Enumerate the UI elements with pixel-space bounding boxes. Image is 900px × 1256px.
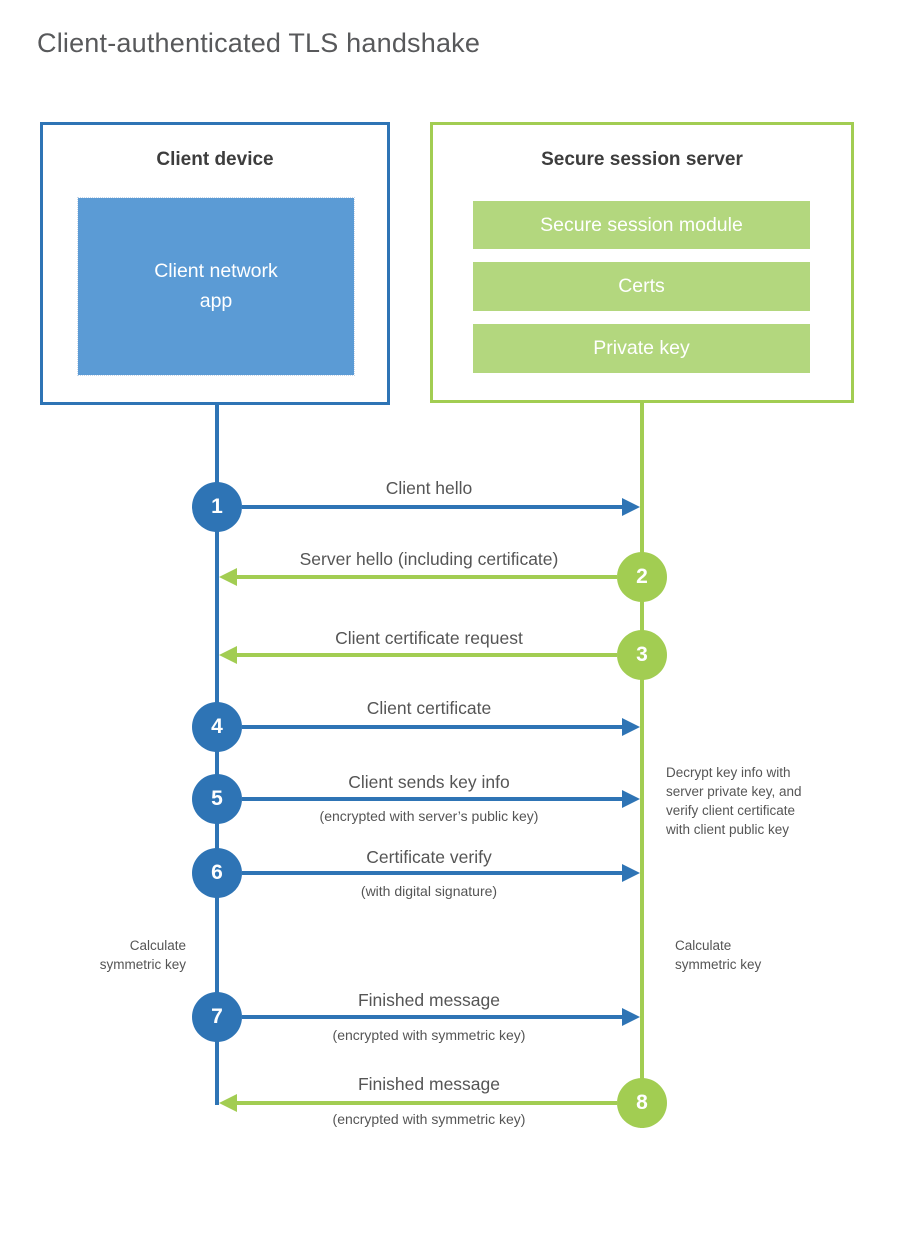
arrow-finished-message-client [242, 1008, 640, 1026]
arrow-client-sends-key-info [242, 790, 640, 808]
server-lifeline [640, 402, 644, 1128]
message-sublabel-encrypted-server-public-key: (encrypted with server’s public key) [319, 808, 539, 824]
message-sublabel-encrypted-symmetric-key-client: (encrypted with symmetric key) [332, 1027, 526, 1043]
message-label-finished-message-client: Finished message [357, 990, 501, 1010]
message-sublabel-digital-signature: (with digital signature) [360, 883, 498, 899]
step-circle-8: 8 [617, 1078, 667, 1128]
page-title: Client-authenticated TLS handshake [37, 28, 481, 58]
message-label-client-certificate: Client certificate [366, 698, 492, 718]
server-module-certs: Certs [473, 262, 810, 311]
step-circle-1: 1 [192, 482, 242, 532]
message-label-certificate-verify: Certificate verify [366, 847, 492, 867]
message-label-client-hello: Client hello [385, 478, 473, 498]
message-label-finished-message-server: Finished message [357, 1074, 501, 1094]
step-circle-6: 6 [192, 848, 242, 898]
step-circle-5: 5 [192, 774, 242, 824]
server-module-private-key: Private key [473, 324, 810, 373]
message-sublabel-encrypted-symmetric-key-server: (encrypted with symmetric key) [332, 1111, 526, 1127]
secure-session-server-title: Secure session server [541, 149, 743, 170]
note-calculate-symmetric-key-server: Calculate symmetric key [675, 938, 762, 972]
step-circle-3: 3 [617, 630, 667, 680]
client-lifeline [215, 404, 219, 1105]
client-network-app-box: Client network app [77, 197, 355, 376]
arrow-client-certificate-request [219, 646, 617, 664]
message-label-client-sends-key-info: Client sends key info [348, 772, 510, 792]
step-circle-4: 4 [192, 702, 242, 752]
note-calculate-symmetric-key-client: Calculate symmetric key [99, 938, 186, 972]
message-label-client-certificate-request: Client certificate request [335, 628, 523, 648]
step-circle-2: 2 [617, 552, 667, 602]
note-decrypt-key-info: Decrypt key info with server private key… [666, 765, 802, 837]
arrow-finished-message-server [219, 1094, 617, 1112]
server-module-secure-session: Secure session module [473, 201, 810, 249]
arrow-server-hello [219, 568, 617, 586]
arrow-client-certificate [242, 718, 640, 736]
step-circle-7: 7 [192, 992, 242, 1042]
arrow-certificate-verify [242, 864, 640, 882]
message-label-server-hello: Server hello (including certificate) [299, 549, 559, 569]
arrow-client-hello [242, 498, 640, 516]
client-device-title: Client device [156, 149, 274, 170]
